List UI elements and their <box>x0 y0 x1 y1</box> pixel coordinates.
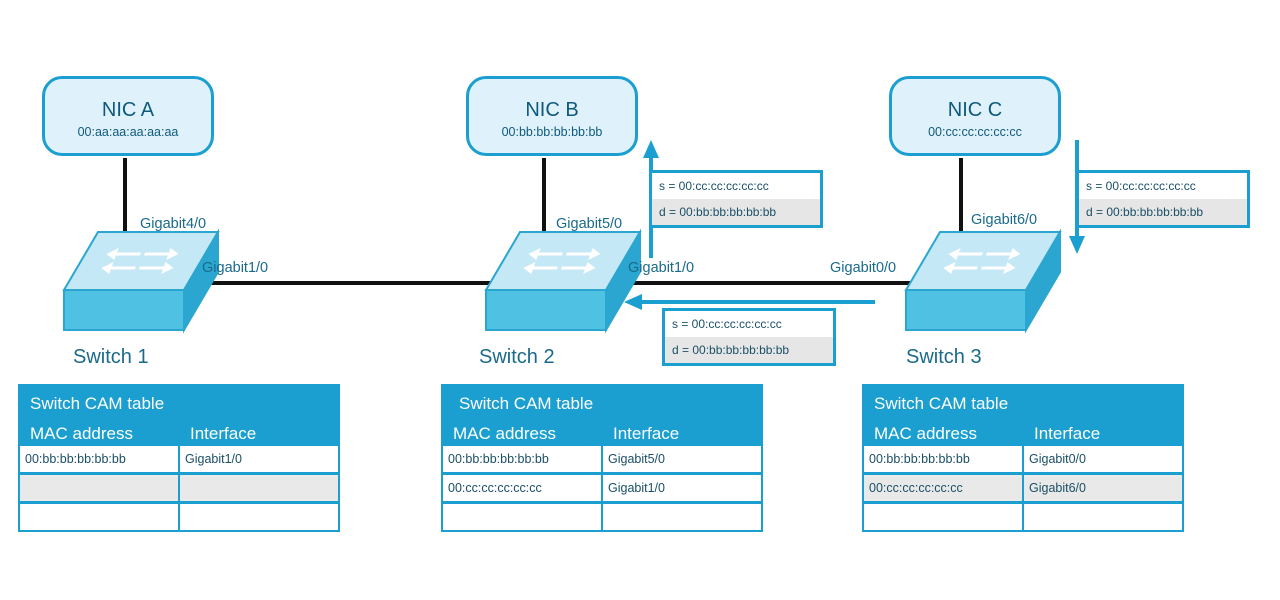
nic-name: NIC C <box>947 99 1003 121</box>
mac-cell <box>864 504 1022 530</box>
nic-name: NIC A <box>101 99 155 121</box>
mac-address-header: MAC address <box>874 424 977 443</box>
nic-mac: 00:aa:aa:aa:aa:aa <box>77 125 179 139</box>
mac-cell: 00:bb:bb:bb:bb:bb <box>20 446 178 472</box>
nic-a[interactable]: NIC A 00:aa:aa:aa:aa:aa <box>42 76 214 156</box>
frame-destination: d = 00:bb:bb:bb:bb:bb <box>652 199 820 225</box>
frame-destination: d = 00:bb:bb:bb:bb:bb <box>665 337 833 363</box>
table-row <box>20 504 338 530</box>
nic-mac: 00:cc:cc:cc:cc:cc <box>928 125 1022 139</box>
mac-cell <box>20 504 178 530</box>
interface-header: Interface <box>1034 424 1101 443</box>
cam-table-title: Switch CAM table <box>30 394 165 413</box>
switch3-cam-table: Switch CAM table MAC address Interface 0… <box>862 384 1184 532</box>
interface-cell: Gigabit6/0 <box>1024 475 1182 501</box>
frame-source: s = 00:cc:cc:cc:cc:cc <box>1086 179 1196 193</box>
interface-cell: Gigabit5/0 <box>603 446 761 472</box>
frame-destination: d = 00:bb:bb:bb:bb:bb <box>1079 199 1247 225</box>
interface-cell: Gigabit1/0 <box>603 475 761 501</box>
interface-cell <box>1024 504 1182 530</box>
switch3-label: Switch 3 <box>906 346 982 368</box>
switch3-icon[interactable] <box>904 228 1062 334</box>
switch3-trunk-port: Gigabit0/0 <box>830 260 897 276</box>
interface-cell <box>180 475 338 501</box>
interface-cell <box>603 504 761 530</box>
switch2-trunk-port: Gigabit1/0 <box>628 260 695 276</box>
table-row <box>864 504 1182 530</box>
switch1-label: Switch 1 <box>73 346 149 368</box>
arrow-left-icon <box>624 294 875 310</box>
nic-name: NIC B <box>525 99 579 121</box>
frame-box-to-nic-b: s = 00:cc:cc:cc:cc:cc d = 00:bb:bb:bb:bb… <box>649 170 823 228</box>
table-row: 00:cc:cc:cc:cc:cc Gigabit1/0 <box>443 475 761 501</box>
switch1-uplink-port: Gigabit4/0 <box>140 216 207 232</box>
interface-cell: Gigabit1/0 <box>180 446 338 472</box>
table-row: 00:bb:bb:bb:bb:bb Gigabit1/0 <box>20 446 338 472</box>
nic-c[interactable]: NIC C 00:cc:cc:cc:cc:cc <box>889 76 1061 156</box>
table-row <box>443 504 761 530</box>
nic-mac: 00:bb:bb:bb:bb:bb <box>501 125 603 139</box>
mac-cell <box>20 475 178 501</box>
interface-cell: Gigabit0/0 <box>1024 446 1182 472</box>
switch1-cam-table: Switch CAM table MAC address Interface 0… <box>18 384 340 532</box>
frame-box-from-nic-c: s = 00:cc:cc:cc:cc:cc d = 00:bb:bb:bb:bb… <box>1076 170 1250 228</box>
cam-table-title: Switch CAM table <box>459 394 594 413</box>
mac-cell: 00:bb:bb:bb:bb:bb <box>443 446 601 472</box>
switch1-trunk-port: Gigabit1/0 <box>202 260 269 276</box>
mac-address-header: MAC address <box>30 424 133 443</box>
table-row: 00:cc:cc:cc:cc:cc Gigabit6/0 <box>864 475 1182 501</box>
mac-cell: 00:cc:cc:cc:cc:cc <box>864 475 1022 501</box>
switch1-icon[interactable] <box>62 228 220 334</box>
table-row: 00:bb:bb:bb:bb:bb Gigabit0/0 <box>864 446 1182 472</box>
switch2-icon[interactable] <box>484 228 642 334</box>
switch2-cam-table: Switch CAM table MAC address Interface 0… <box>441 384 763 532</box>
mac-cell <box>443 504 601 530</box>
switch2-label: Switch 2 <box>479 346 555 368</box>
switch2-uplink-port: Gigabit5/0 <box>556 216 623 232</box>
frame-source: s = 00:cc:cc:cc:cc:cc <box>659 179 769 193</box>
switch3-uplink-port: Gigabit6/0 <box>971 212 1038 228</box>
table-row <box>20 475 338 501</box>
mac-cell: 00:bb:bb:bb:bb:bb <box>864 446 1022 472</box>
frame-box-switch3-to-switch2: s = 00:cc:cc:cc:cc:cc d = 00:bb:bb:bb:bb… <box>662 308 836 366</box>
interface-cell <box>180 504 338 530</box>
table-row: 00:bb:bb:bb:bb:bb Gigabit5/0 <box>443 446 761 472</box>
interface-header: Interface <box>613 424 680 443</box>
mac-cell: 00:cc:cc:cc:cc:cc <box>443 475 601 501</box>
mac-address-header: MAC address <box>453 424 556 443</box>
nic-b[interactable]: NIC B 00:bb:bb:bb:bb:bb <box>466 76 638 156</box>
interface-header: Interface <box>190 424 257 443</box>
cam-table-title: Switch CAM table <box>874 394 1009 413</box>
frame-source: s = 00:cc:cc:cc:cc:cc <box>672 317 782 331</box>
